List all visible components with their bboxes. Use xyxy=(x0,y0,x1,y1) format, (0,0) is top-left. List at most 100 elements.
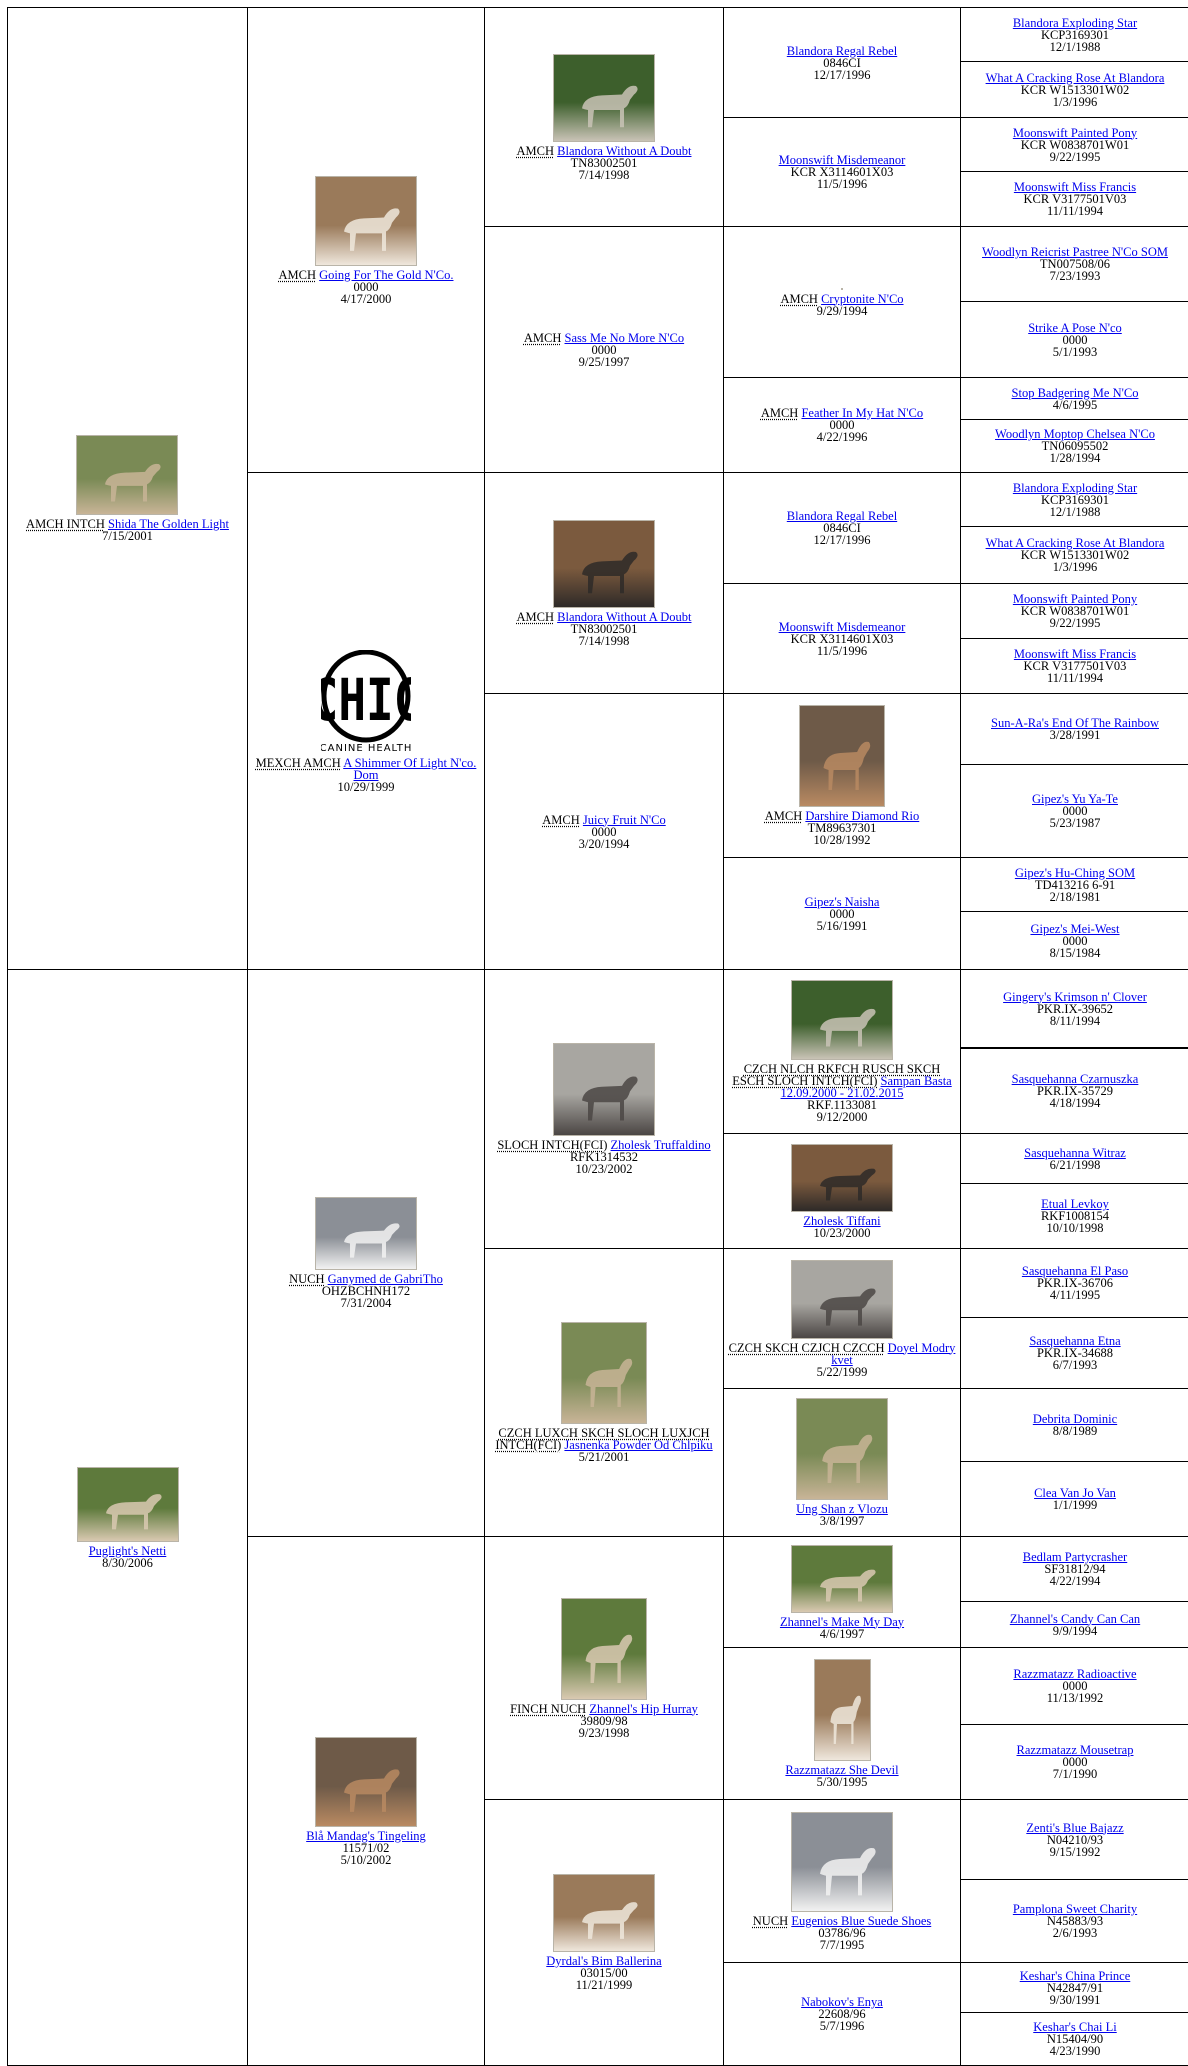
pedigree-cell: Moonswift MisdemeanorKCR X3114601X0311/5… xyxy=(723,583,961,694)
registration-number: 11571/02 xyxy=(343,1842,390,1854)
dog-name-line: Moonswift Misdemeanor xyxy=(779,621,906,633)
pedigree-cell: Clea Van Jo Van1/1/1999 xyxy=(960,1461,1188,1537)
pedigree-cell: AMCH Juicy Fruit N'Co00003/20/1994 xyxy=(484,693,724,970)
birth-date: 9/22/1995 xyxy=(1050,151,1101,163)
pedigree-cell: Gipez's Hu-Ching SOMTD413216 6-912/18/19… xyxy=(960,857,1188,912)
pedigree-cell: Moonswift Painted PonyKCR W0838701W019/2… xyxy=(960,583,1188,639)
birth-date: 3/28/1991 xyxy=(1050,729,1101,741)
dog-name-line: AMCH Juicy Fruit N'Co xyxy=(542,814,665,826)
dog-name-link[interactable]: Feather In My Hat N'Co xyxy=(801,406,923,420)
pedigree-cell: AMCH Feather In My Hat N'Co00004/22/1996 xyxy=(723,377,961,473)
dog-entry: Keshar's China PrinceN42847/919/30/1991 xyxy=(1020,1970,1131,2006)
dog-name-line: Blandora Exploding Star xyxy=(1013,482,1137,494)
birth-date: 5/10/2002 xyxy=(341,1854,392,1866)
birth-date: 8/15/1984 xyxy=(1050,947,1101,959)
birth-date: 8/11/1994 xyxy=(1050,1015,1100,1027)
dog-name-line: Strike A Pose N'co xyxy=(1028,322,1122,334)
birth-date: 4/18/1994 xyxy=(1050,1097,1101,1109)
birth-date: 1/1/1999 xyxy=(1053,1499,1097,1511)
dog-photo[interactable] xyxy=(791,1812,893,1912)
dog-titles: NUCH xyxy=(753,1914,788,1928)
dog-titles: AMCH xyxy=(765,809,803,823)
pedigree-cell: AMCH Blandora Without A DoubtTN830025017… xyxy=(484,472,724,694)
birth-date: 11/11/1994 xyxy=(1047,672,1103,684)
dog-entry: Keshar's Chai LiN15404/904/23/1990 xyxy=(1033,2021,1116,2057)
pedigree-cell: Sasquehanna CzarnuszkaPKR.IX-357294/18/1… xyxy=(960,1048,1188,1134)
dog-name-line: CZCH LUXCH SKCH SLOCH LUXJCH INTCH(FCI) … xyxy=(489,1427,719,1451)
birth-date: 4/6/1995 xyxy=(1053,399,1097,411)
birth-date: 4/11/1995 xyxy=(1050,1289,1100,1301)
dog-photo[interactable] xyxy=(796,1398,888,1500)
birth-date: 4/22/1994 xyxy=(1050,1575,1101,1587)
dog-name-line: Blandora Exploding Star xyxy=(1013,17,1137,29)
dog-photo[interactable] xyxy=(791,1545,893,1613)
dog-photo[interactable] xyxy=(315,1197,417,1270)
birth-date: 11/21/1999 xyxy=(576,1979,632,1991)
dog-entry: Woodlyn Moptop Chelsea N'CoTN060955021/2… xyxy=(995,428,1155,464)
birth-date: 10/10/1998 xyxy=(1047,1222,1104,1234)
dog-photo[interactable] xyxy=(553,54,655,142)
dog-entry: Moonswift Miss FrancisKCR V3177501V0311/… xyxy=(1014,648,1136,684)
dog-photo[interactable] xyxy=(553,1043,655,1136)
dog-photo[interactable] xyxy=(553,1874,655,1952)
birth-date: 9/25/1997 xyxy=(579,356,630,368)
pedigree-cell: SLOCH INTCH(FCI) Zholesk TruffaldinoRFK1… xyxy=(484,969,724,1249)
birth-date: 5/30/1995 xyxy=(817,1776,868,1788)
dog-name-link[interactable]: Going For The Gold N'Co. xyxy=(319,268,453,282)
birth-date: 12/1/1988 xyxy=(1050,506,1101,518)
dog-photo[interactable] xyxy=(553,520,655,608)
dog-photo[interactable] xyxy=(76,435,178,515)
dog-photo[interactable] xyxy=(799,705,885,807)
pedigree-cell: CZCH LUXCH SKCH SLOCH LUXJCH INTCH(FCI) … xyxy=(484,1248,724,1537)
dog-entry: Zhannel's Candy Can Can9/9/1994 xyxy=(1010,1613,1140,1637)
dog-photo[interactable] xyxy=(791,1260,893,1339)
pedigree-cell: Blandora Exploding StarKCP316930112/1/19… xyxy=(960,7,1188,62)
pedigree-cell: Stop Badgering Me N'Co4/6/1995 xyxy=(960,377,1188,420)
dog-entry: Moonswift Painted PonyKCR W0838701W019/2… xyxy=(1013,127,1137,163)
dog-titles: CZCH SKCH CZJCH CZCCH xyxy=(729,1341,885,1355)
pedigree-cell: AMCH Blandora Without A DoubtTN830025017… xyxy=(484,7,724,227)
pedigree-cell: Zhannel's Make My Day4/6/1997 xyxy=(723,1536,961,1648)
dog-entry: AMCH Juicy Fruit N'Co00003/20/1994 xyxy=(542,814,665,850)
dog-entry: Blandora Regal Rebel0846CI12/17/1996 xyxy=(787,45,897,81)
dog-photo[interactable] xyxy=(77,1467,179,1542)
dog-entry: Puglight's Netti8/30/2006 xyxy=(77,1467,179,1569)
dog-entry: Dyrdal's Bim Ballerina03015/0011/21/1999 xyxy=(546,1874,661,1991)
pedigree-cell: Moonswift MisdemeanorKCR X3114601X0311/5… xyxy=(723,117,961,227)
dog-entry: Bedlam PartycrasherSF31812/944/22/1994 xyxy=(1023,1551,1127,1587)
birth-date: 8/30/2006 xyxy=(102,1557,153,1569)
dog-name-link[interactable]: Sass Me No More N'Co xyxy=(565,331,685,345)
pedigree-cell: Moonswift Painted PonyKCR W0838701W019/2… xyxy=(960,117,1188,172)
dog-name-link[interactable]: A Shimmer Of Light N'co. Dom xyxy=(343,756,476,782)
birth-date: 1/28/1994 xyxy=(1050,452,1101,464)
dog-entry: Blandora Exploding StarKCP316930112/1/19… xyxy=(1013,482,1137,518)
pedigree-cell: Keshar's China PrinceN42847/919/30/1991 xyxy=(960,1962,1188,2013)
dog-photo[interactable] xyxy=(791,1144,893,1212)
birth-date: 4/6/1997 xyxy=(820,1628,864,1640)
birth-date: 6/7/1993 xyxy=(1053,1359,1097,1371)
pedigree-cell: NUCH Ganymed de GabriThoOHZBCHNH1727/31/… xyxy=(247,969,485,1537)
pedigree-cell: CZCH SKCH CZJCH CZCCH Doyel Modry kvet5/… xyxy=(723,1248,961,1389)
birth-date: 5/21/2001 xyxy=(579,1451,630,1463)
dog-photo[interactable] xyxy=(561,1598,647,1700)
dog-name-line: CZCH NLCH RKFCH RUSCH SKCH ESCH SLOCH IN… xyxy=(728,1063,956,1099)
dog-photo[interactable] xyxy=(561,1322,647,1424)
dog-photo[interactable] xyxy=(791,980,893,1060)
dog-entry: AMCH INTCH Shida The Golden Light7/15/20… xyxy=(26,435,229,542)
pedigree-cell: Keshar's Chai LiN15404/904/23/1990 xyxy=(960,2012,1188,2066)
dog-name-line: Gipez's Hu-Ching SOM xyxy=(1015,867,1135,879)
dog-photo[interactable] xyxy=(315,1737,417,1827)
birth-date: 11/5/1996 xyxy=(817,178,867,190)
dog-photo[interactable] xyxy=(841,288,843,290)
dog-entry: FINCH NUCH Zhannel's Hip Hurray39809/989… xyxy=(510,1598,698,1739)
dog-name-line: Zhannel's Candy Can Can xyxy=(1010,1613,1140,1625)
dog-name-line: Gingery's Krimson n' Clover xyxy=(1003,991,1147,1003)
dog-photo[interactable] xyxy=(814,1659,871,1761)
birth-date: 10/29/1999 xyxy=(338,781,395,793)
dog-entry: AMCH Blandora Without A DoubtTN830025017… xyxy=(517,54,692,181)
pedigree-cell: AMCH INTCH Shida The Golden Light7/15/20… xyxy=(7,7,248,970)
dog-photo[interactable] xyxy=(315,176,417,266)
pedigree-cell: CZCH NLCH RKFCH RUSCH SKCH ESCH SLOCH IN… xyxy=(723,969,961,1134)
pedigree-cell: NUCH Eugenios Blue Suede Shoes03786/967/… xyxy=(723,1799,961,1963)
